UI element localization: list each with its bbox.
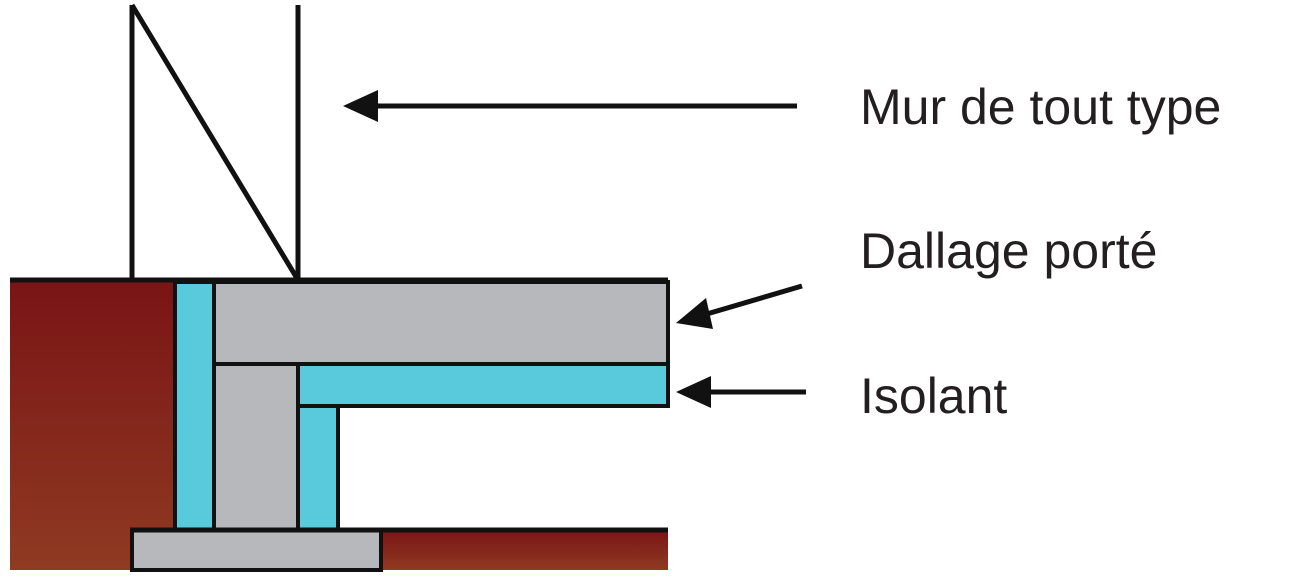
label-wall: Mur de tout type [860, 79, 1221, 135]
arrow-slab [676, 283, 803, 329]
slab [212, 280, 670, 366]
wall-symbol [129, 3, 301, 282]
insulation-vertical-inner [296, 404, 340, 532]
soil-left [10, 280, 175, 570]
soil-bottom [380, 530, 668, 570]
insulation-vertical-outer [173, 280, 216, 532]
footing [130, 528, 383, 572]
arrow-insulation [676, 376, 806, 408]
label-insulation: Isolant [860, 368, 1007, 424]
arrow-wall [343, 90, 797, 122]
insulation-horizontal [296, 362, 670, 408]
label-slab: Dallage porté [860, 223, 1157, 279]
foundation-beam [212, 362, 300, 532]
